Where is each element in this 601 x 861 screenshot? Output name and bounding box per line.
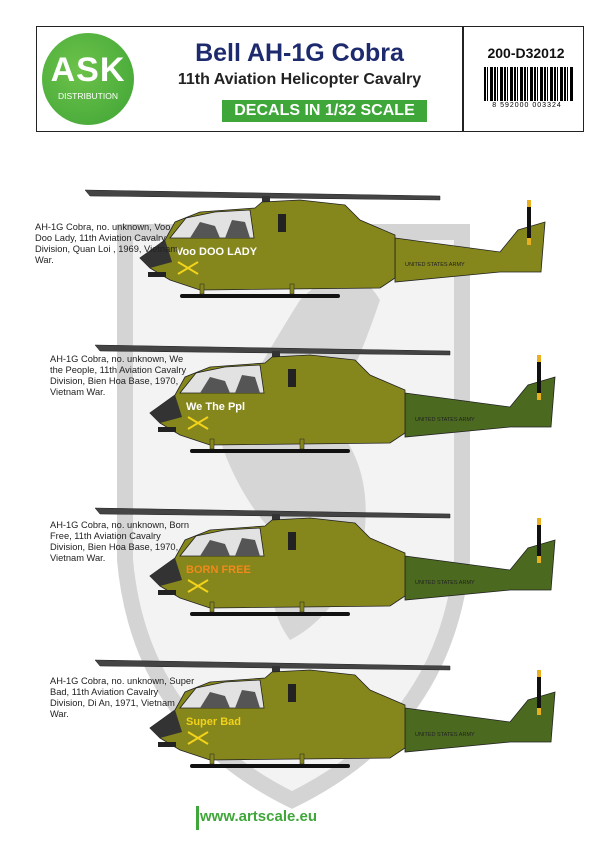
nose-cone (150, 395, 182, 423)
logo-subtext: DISTRIBUTION (58, 91, 118, 101)
tail-rotor (527, 200, 531, 245)
tail-rotor-tip (537, 708, 541, 715)
tail-rotor-tip (537, 518, 541, 525)
boom-marking-text: UNITED STATES ARMY (415, 417, 475, 423)
tail-boom (404, 376, 556, 438)
main-rotor (94, 659, 451, 671)
cockpit-seats (200, 690, 260, 708)
caption-3: AH-1G Cobra, no. unknown, Born Free, 11t… (50, 520, 190, 563)
rotor-mast (272, 514, 280, 524)
crossed-sabres-insignia (177, 261, 199, 275)
crossed-sabres-insignia (187, 731, 209, 745)
landing-skid (190, 449, 350, 453)
nose-art-text: We The Ppl (186, 401, 245, 413)
skid-strut (299, 601, 305, 613)
crossed-sabres-insignia (187, 579, 209, 593)
ask-logo: ASK DISTRIBUTION (42, 33, 134, 125)
cockpit-seats (200, 538, 260, 556)
crossed-sabres-insignia (187, 416, 209, 430)
tail-rotor (537, 670, 541, 715)
tail-rotor-tip (527, 200, 531, 207)
nose-gun (158, 742, 176, 747)
skid-strut (209, 438, 215, 450)
helicopter-3: BORN FREE UNITED STATES ARMY (94, 507, 556, 616)
landing-skid (190, 764, 350, 768)
tail-rotor-tip (537, 355, 541, 362)
tail-rotor-tip (537, 670, 541, 677)
rotor-mast (272, 351, 280, 361)
nose-art-text: BORN FREE (186, 564, 251, 576)
main-rotor (84, 189, 441, 201)
nose-gun (158, 427, 176, 432)
rotor-mast (272, 666, 280, 676)
skid-strut (299, 438, 305, 450)
tail-boom (404, 691, 556, 753)
barcode-number: 8 592000 003324 (492, 102, 562, 109)
boom-marking-text: UNITED STATES ARMY (415, 732, 475, 738)
skid-strut (299, 753, 305, 765)
product-code: 200-D32012 (487, 45, 565, 61)
tail-rotor-tip (537, 556, 541, 563)
tail-rotor (537, 518, 541, 563)
logo-text: ASK (50, 51, 126, 89)
tail-boom (404, 539, 556, 601)
engine-intake (288, 532, 296, 550)
caption-1: AH-1G Cobra, no. unknown, Voo Doo Lady, … (35, 222, 178, 265)
website-link[interactable]: www.artscale.eu (200, 808, 317, 825)
caption-2: AH-1G Cobra, no. unknown, We the People,… (50, 354, 187, 397)
tail-rotor-tip (537, 393, 541, 400)
barcode (484, 67, 574, 101)
main-rotor (94, 344, 451, 356)
divider (462, 27, 464, 131)
engine-intake (288, 369, 296, 387)
cockpit-seats (200, 375, 260, 393)
helicopter-1: Voo DOO LADY UNITED STATES ARMY (84, 189, 546, 298)
nose-gun (148, 272, 166, 277)
skid-strut (289, 283, 295, 295)
tail-rotor-tip (527, 238, 531, 245)
rotor-mast (262, 196, 270, 206)
landing-skid (190, 612, 350, 616)
landing-skid (180, 294, 340, 298)
engine-intake (278, 214, 286, 232)
scale-label: DECALS IN 1/32 SCALE (222, 100, 427, 122)
boom-marking-text: UNITED STATES ARMY (415, 580, 475, 586)
cockpit-seats (190, 220, 250, 238)
nose-cone (150, 558, 182, 586)
boom-marking-text: UNITED STATES ARMY (405, 262, 465, 268)
page-title: Bell AH-1G Cobra (195, 39, 404, 67)
nose-art-text: Voo DOO LADY (176, 246, 258, 258)
skid-strut (199, 283, 205, 295)
header-box: ASK DISTRIBUTION Bell AH-1G Cobra 11th A… (36, 26, 584, 132)
tail-rotor (537, 355, 541, 400)
nose-cone (150, 710, 182, 738)
skid-strut (209, 753, 215, 765)
tail-boom (394, 221, 546, 283)
caption-4: AH-1G Cobra, no. unknown, Super Bad, 11t… (50, 676, 195, 719)
subtitle: 11th Aviation Helicopter Cavalry (177, 71, 422, 88)
skid-strut (209, 601, 215, 613)
engine-intake (288, 684, 296, 702)
nose-art-text: Super Bad (186, 716, 241, 728)
nose-gun (158, 590, 176, 595)
main-rotor (94, 507, 451, 519)
nose-cone (140, 240, 172, 268)
url-marker (196, 806, 199, 830)
